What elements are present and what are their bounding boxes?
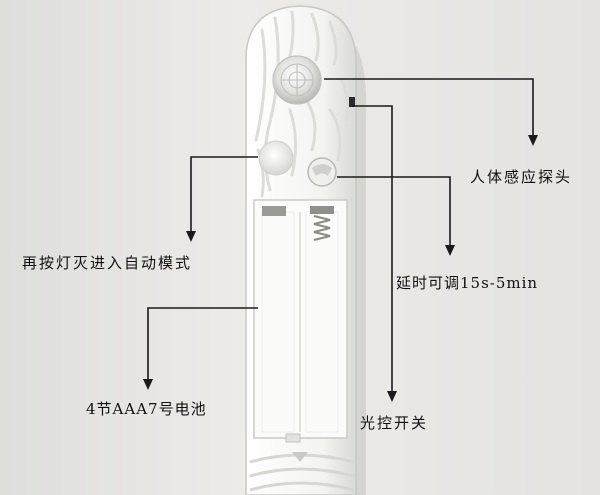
led-lens-icon [258,140,294,176]
label-sensor-head: 人体感应探头 [470,168,573,186]
arrow-delay-icon [445,245,455,256]
delay-switch-icon [349,97,355,107]
device-shadow [352,40,367,495]
arrow-auto-icon [186,231,196,242]
label-battery: 4节AAA7号电池 [86,400,207,418]
leader-light [352,105,393,392]
terminal-plate-icon [310,206,334,214]
leader-delay [337,176,451,246]
arrow-battery-icon [143,379,153,390]
spring-icon [313,215,331,241]
leader-sensor [324,78,534,136]
terminal-plate-icon [262,206,286,216]
arrow-light-icon [387,391,397,402]
leader-lines [147,78,534,392]
light-sensor-slot [312,164,332,176]
arrowheads [143,135,538,402]
lower-contact-icon [285,433,301,443]
leader-auto [190,156,258,232]
leader-battery [147,307,258,380]
label-auto-mode: 再按灯灭进入自动模式 [22,254,193,272]
pir-lens-facets [280,63,314,97]
label-delay-adjust: 延时可调15s-5min [396,274,539,292]
label-light-switch: 光控开关 [360,414,429,432]
arrow-sensor-icon [528,135,538,146]
bottom-notch [292,452,308,462]
